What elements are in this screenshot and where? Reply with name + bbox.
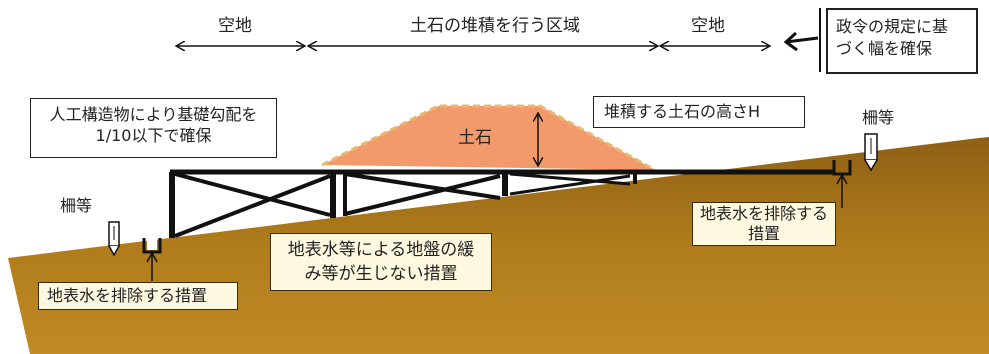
ordinance-line-2: づく幅を確保 [836,39,933,58]
soil-pile [322,106,655,170]
artificial-structure [169,169,835,238]
ground-line-2: み等が生じない措置 [304,264,458,284]
foundation-slope-box: 人工構造物により基礎勾配を 1/10以下で確保 [30,98,277,158]
ordinance-pointer-arrow [785,36,819,44]
deposit-height-box: 堆積する土石の高さH [593,96,805,128]
drain-right-line-1: 地表水を排除する [699,204,828,223]
soil-label: 土石 [458,128,492,148]
fence-left-icon [108,221,120,257]
foundation-line-2: 1/10以下で確保 [95,126,212,145]
ordinance-line-1: 政令の規定に基 [836,17,949,36]
soil-pile-dashed-outline [321,104,656,172]
open-land-left-label: 空地 [218,16,252,36]
ground-loosening-prevention-box: 地表水等による地盤の緩 み等が生じない措置 [270,233,492,291]
surface-water-drain-right-box: 地表水を排除する 措置 [692,202,836,246]
fence-left-label: 柵等 [60,196,93,215]
open-land-right-label: 空地 [691,16,725,36]
sloped-ground [8,137,989,354]
ground-line-1: 地表水等による地盤の緩 [287,240,475,260]
deposit-zone-label: 土石の堆積を行う区域 [410,16,580,36]
fence-right-label: 柵等 [862,108,895,127]
fence-right-icon [864,133,878,172]
surface-water-drain-left-box: 地表水を排除する措置 [38,282,238,310]
ordinance-width-box: 政令の規定に基 づく幅を確保 [826,8,978,74]
foundation-line-1: 人工構造物により基礎勾配を [49,105,258,124]
drain-right-line-2: 措置 [747,224,780,243]
